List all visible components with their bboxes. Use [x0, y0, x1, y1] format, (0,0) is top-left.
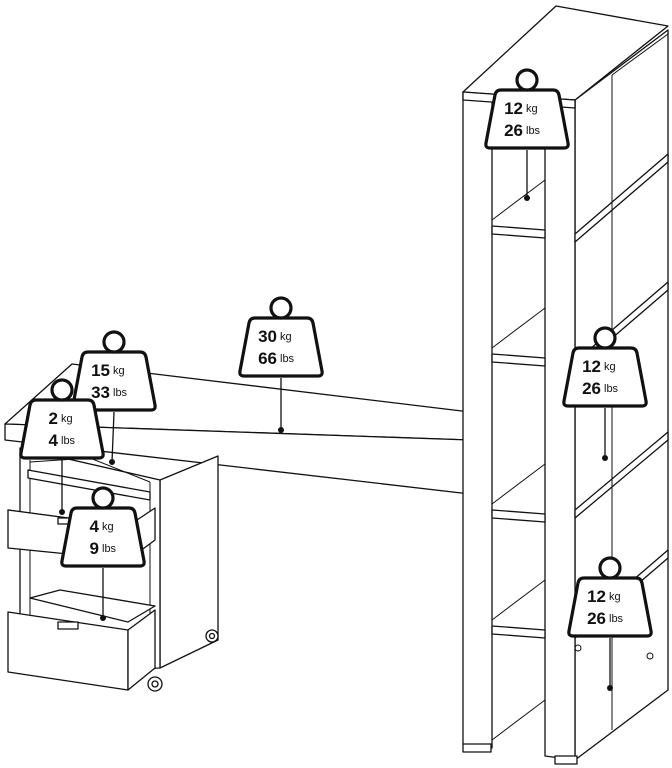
weight-icon [567, 576, 653, 638]
weight-kg-unit: kg [609, 591, 621, 603]
weight-icon [60, 506, 146, 568]
bookcase-left-side [462, 91, 493, 749]
weight-ring-icon [50, 378, 74, 402]
weight-kg-unit: kg [113, 365, 125, 377]
bookcase-shelf [491, 353, 546, 367]
weight-ring-icon [91, 486, 115, 510]
weight-anchor-dot [602, 455, 608, 461]
weight-ring-icon [515, 68, 539, 92]
weight-kg-value: 12 [504, 99, 523, 118]
drawer-large-handle [57, 621, 79, 630]
weight-lbs-unit: lbs [102, 543, 117, 555]
weight-kg-value: 15 [91, 361, 110, 380]
bookcase-foot [462, 743, 492, 753]
bookcase-divider [544, 99, 576, 761]
weight-leader-line [111, 411, 115, 463]
weight-lbs-value: 9 [90, 539, 99, 558]
weight-lbs-unit: lbs [609, 613, 624, 625]
weight-kg-unit: kg [604, 361, 616, 373]
weight-anchor-dot [109, 459, 115, 465]
weight-lbs-unit: lbs [61, 435, 76, 447]
weight-lbs-unit: lbs [526, 125, 541, 137]
weight-kg-unit: kg [280, 331, 292, 343]
weight-anchor-dot [607, 685, 613, 691]
weight-anchor-dot [100, 615, 106, 621]
weight-ring-icon [269, 296, 293, 320]
weight-kg-unit: kg [526, 103, 538, 115]
weight-icon [484, 88, 570, 150]
weight-anchor-dot [59, 509, 65, 515]
weight-kg-value: 30 [258, 327, 277, 346]
weight-lbs-unit: lbs [280, 353, 295, 365]
weight-icon [238, 316, 324, 378]
weight-lbs-value: 66 [258, 349, 277, 368]
bookcase-shelf [491, 225, 546, 239]
weight-lbs-value: 33 [91, 383, 110, 402]
weight-lbs-value: 26 [587, 609, 606, 628]
weight-kg-value: 12 [582, 357, 601, 376]
weight-kg-unit: kg [61, 413, 73, 425]
weight-kg-value: 12 [587, 587, 606, 606]
weight-kg-value: 4 [90, 517, 100, 536]
weight-lbs-unit: lbs [604, 383, 619, 395]
weight-kg-value: 2 [49, 409, 58, 428]
weight-kg-unit: kg [102, 521, 114, 533]
weight-icon [562, 346, 648, 408]
weight-anchor-dot [278, 427, 284, 433]
weight-icon [71, 350, 157, 412]
drawer-pedestal [7, 447, 219, 692]
pedestal-top-shelf [27, 469, 151, 501]
weight-anchor-dot [524, 195, 530, 201]
weight-lbs-value: 26 [504, 121, 523, 140]
weight-ring-icon [593, 326, 617, 350]
weight-lbs-value: 4 [49, 431, 59, 450]
bookcase-shelf [491, 625, 546, 639]
weight-ring-icon [598, 556, 622, 580]
drawer-large-inner [29, 589, 156, 623]
drawer-large-side-right [127, 609, 156, 691]
bookcase-shelf-right [574, 431, 669, 519]
weight-lbs-unit: lbs [113, 387, 128, 399]
bookcase-shelf [491, 509, 546, 523]
bookcase-shelf-right [574, 153, 669, 243]
weight-lbs-value: 26 [582, 379, 601, 398]
weight-ring-icon [102, 330, 126, 354]
weight-icon [19, 398, 105, 460]
bookcase-foot [554, 755, 578, 765]
